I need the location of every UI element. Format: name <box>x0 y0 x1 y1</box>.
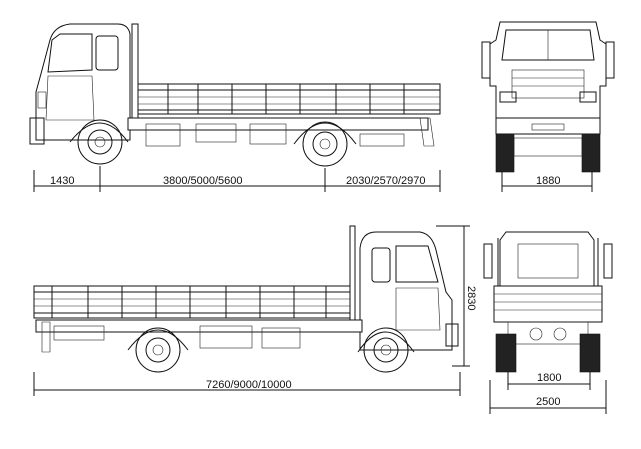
dim-front-track: 1880 <box>536 175 560 187</box>
rear-track-dimension: 1800 <box>507 372 591 390</box>
rear-wheel-top <box>302 121 348 167</box>
side-view-bottom <box>33 225 459 373</box>
cargo-body-top <box>137 83 441 115</box>
rear-view <box>483 231 613 373</box>
dim-overall-width: 2500 <box>536 396 560 408</box>
front-view <box>481 21 615 173</box>
dim-rear-track: 1800 <box>537 372 561 384</box>
front-wheel-bottom <box>363 327 409 373</box>
dim-wheelbase: 3800/5000/5600 <box>163 175 243 187</box>
cargo-body-bottom <box>33 285 351 319</box>
front-wheel-top <box>77 119 123 165</box>
dim-overall-height: 2830 <box>465 286 477 310</box>
overall-width-dimension: 2500 <box>489 380 607 414</box>
side-view-top <box>29 23 441 167</box>
rear-wheel-bottom <box>135 327 181 373</box>
front-track-dimension: 1880 <box>501 172 593 192</box>
top-dimension-line: 1430 3800/5000/5600 2030/2570/2970 <box>33 166 441 192</box>
overall-length-dimension: 7260/9000/10000 <box>33 372 461 396</box>
overall-height-dimension: 2830 <box>436 225 477 367</box>
dim-front-overhang: 1430 <box>50 175 74 187</box>
dim-overall-length: 7260/9000/10000 <box>206 379 292 391</box>
dim-rear-overhang: 2030/2570/2970 <box>346 175 426 187</box>
